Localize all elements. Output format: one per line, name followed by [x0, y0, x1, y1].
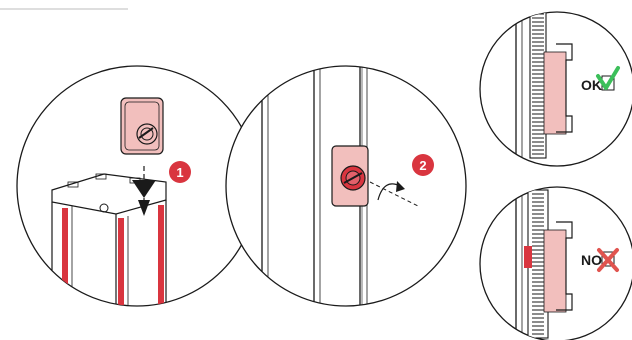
- step-2-badge: 2: [412, 154, 434, 176]
- mounted-lock-cylinder: [332, 146, 368, 206]
- panel-2-step: 2: [226, 60, 466, 320]
- no-label: NO: [581, 252, 602, 268]
- step-1-badge: 1: [169, 161, 191, 183]
- detail-incorrect: NO: [480, 180, 632, 340]
- step-1-number: 1: [176, 165, 183, 180]
- lock-cylinder-part: [121, 98, 163, 154]
- panel-1-step: 1: [17, 66, 257, 320]
- step-2-number: 2: [419, 158, 426, 173]
- detail-correct: OK: [480, 0, 632, 180]
